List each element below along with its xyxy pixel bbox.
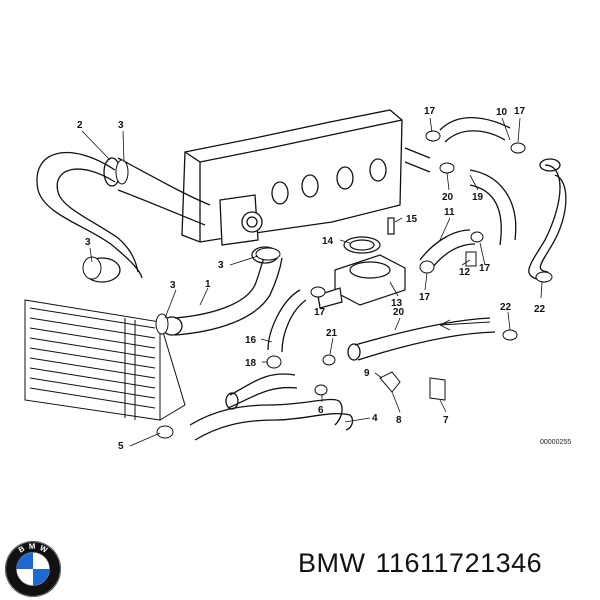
- callout-label: 19: [472, 192, 484, 203]
- cylinder-head-drawing: [181, 109, 403, 246]
- callout-label: 22: [534, 304, 546, 315]
- brand-name: BMW: [298, 548, 366, 578]
- callout-label: 8: [396, 415, 402, 426]
- callout-label: 11: [444, 207, 455, 218]
- clamps-drawing: [82, 130, 553, 439]
- logo-letter: W: [38, 543, 49, 555]
- logo-letter: B: [17, 544, 27, 555]
- part-number: 11611721346: [375, 548, 543, 578]
- callout-label: 18: [245, 358, 257, 369]
- logo-blue-quadrant: [16, 552, 33, 569]
- logo-letter: M: [29, 542, 36, 551]
- callout-label: 1: [205, 279, 211, 290]
- thermostat-housing-drawing: [317, 217, 406, 309]
- callout-label: 17: [424, 106, 436, 117]
- callout-label: 14: [322, 236, 334, 247]
- callout-label: 3: [170, 280, 176, 291]
- callout-label: 17: [419, 292, 431, 303]
- hose-16-drawing: [267, 289, 307, 353]
- callout-label: 6: [318, 405, 324, 416]
- callout-label: 2: [77, 120, 83, 131]
- callout-label: 15: [406, 214, 418, 225]
- callout-label: 17: [479, 263, 491, 274]
- callout-label: 9: [364, 368, 370, 379]
- callout-label: 20: [393, 307, 405, 318]
- callout-label: 17: [314, 307, 326, 318]
- callout-label: 12: [459, 267, 471, 278]
- upper-right-hoses-drawing: [404, 117, 567, 281]
- callout-label: 21: [326, 328, 338, 339]
- lower-hoses-drawing: [189, 317, 496, 441]
- callout-label: 5: [118, 441, 124, 452]
- callout-label: 22: [500, 302, 512, 313]
- callout-label: 7: [443, 415, 449, 426]
- part-caption: BMW 11611721346: [298, 548, 552, 579]
- callout-label: 16: [245, 335, 257, 346]
- callout-label: 4: [372, 413, 378, 424]
- callout-label: 3: [218, 260, 224, 271]
- logo-blue-quadrant: [33, 569, 50, 586]
- reference-code: 00000255: [540, 439, 571, 446]
- callout-label: 20: [442, 192, 454, 203]
- radiator-drawing: [24, 299, 186, 421]
- callout-label: 3: [85, 237, 91, 248]
- callout-label: 13: [391, 298, 403, 309]
- callout-label: 3: [118, 120, 124, 131]
- callout-label: 17: [514, 106, 526, 117]
- leader-lines: [81, 117, 543, 447]
- callout-label: 10: [496, 107, 508, 118]
- callout-labels: 1 2 3 3 3 3 4 5 6 7 8 9 10 11 12 13 14 1…: [77, 106, 546, 452]
- svg-text:BMW: BMW: [17, 542, 50, 555]
